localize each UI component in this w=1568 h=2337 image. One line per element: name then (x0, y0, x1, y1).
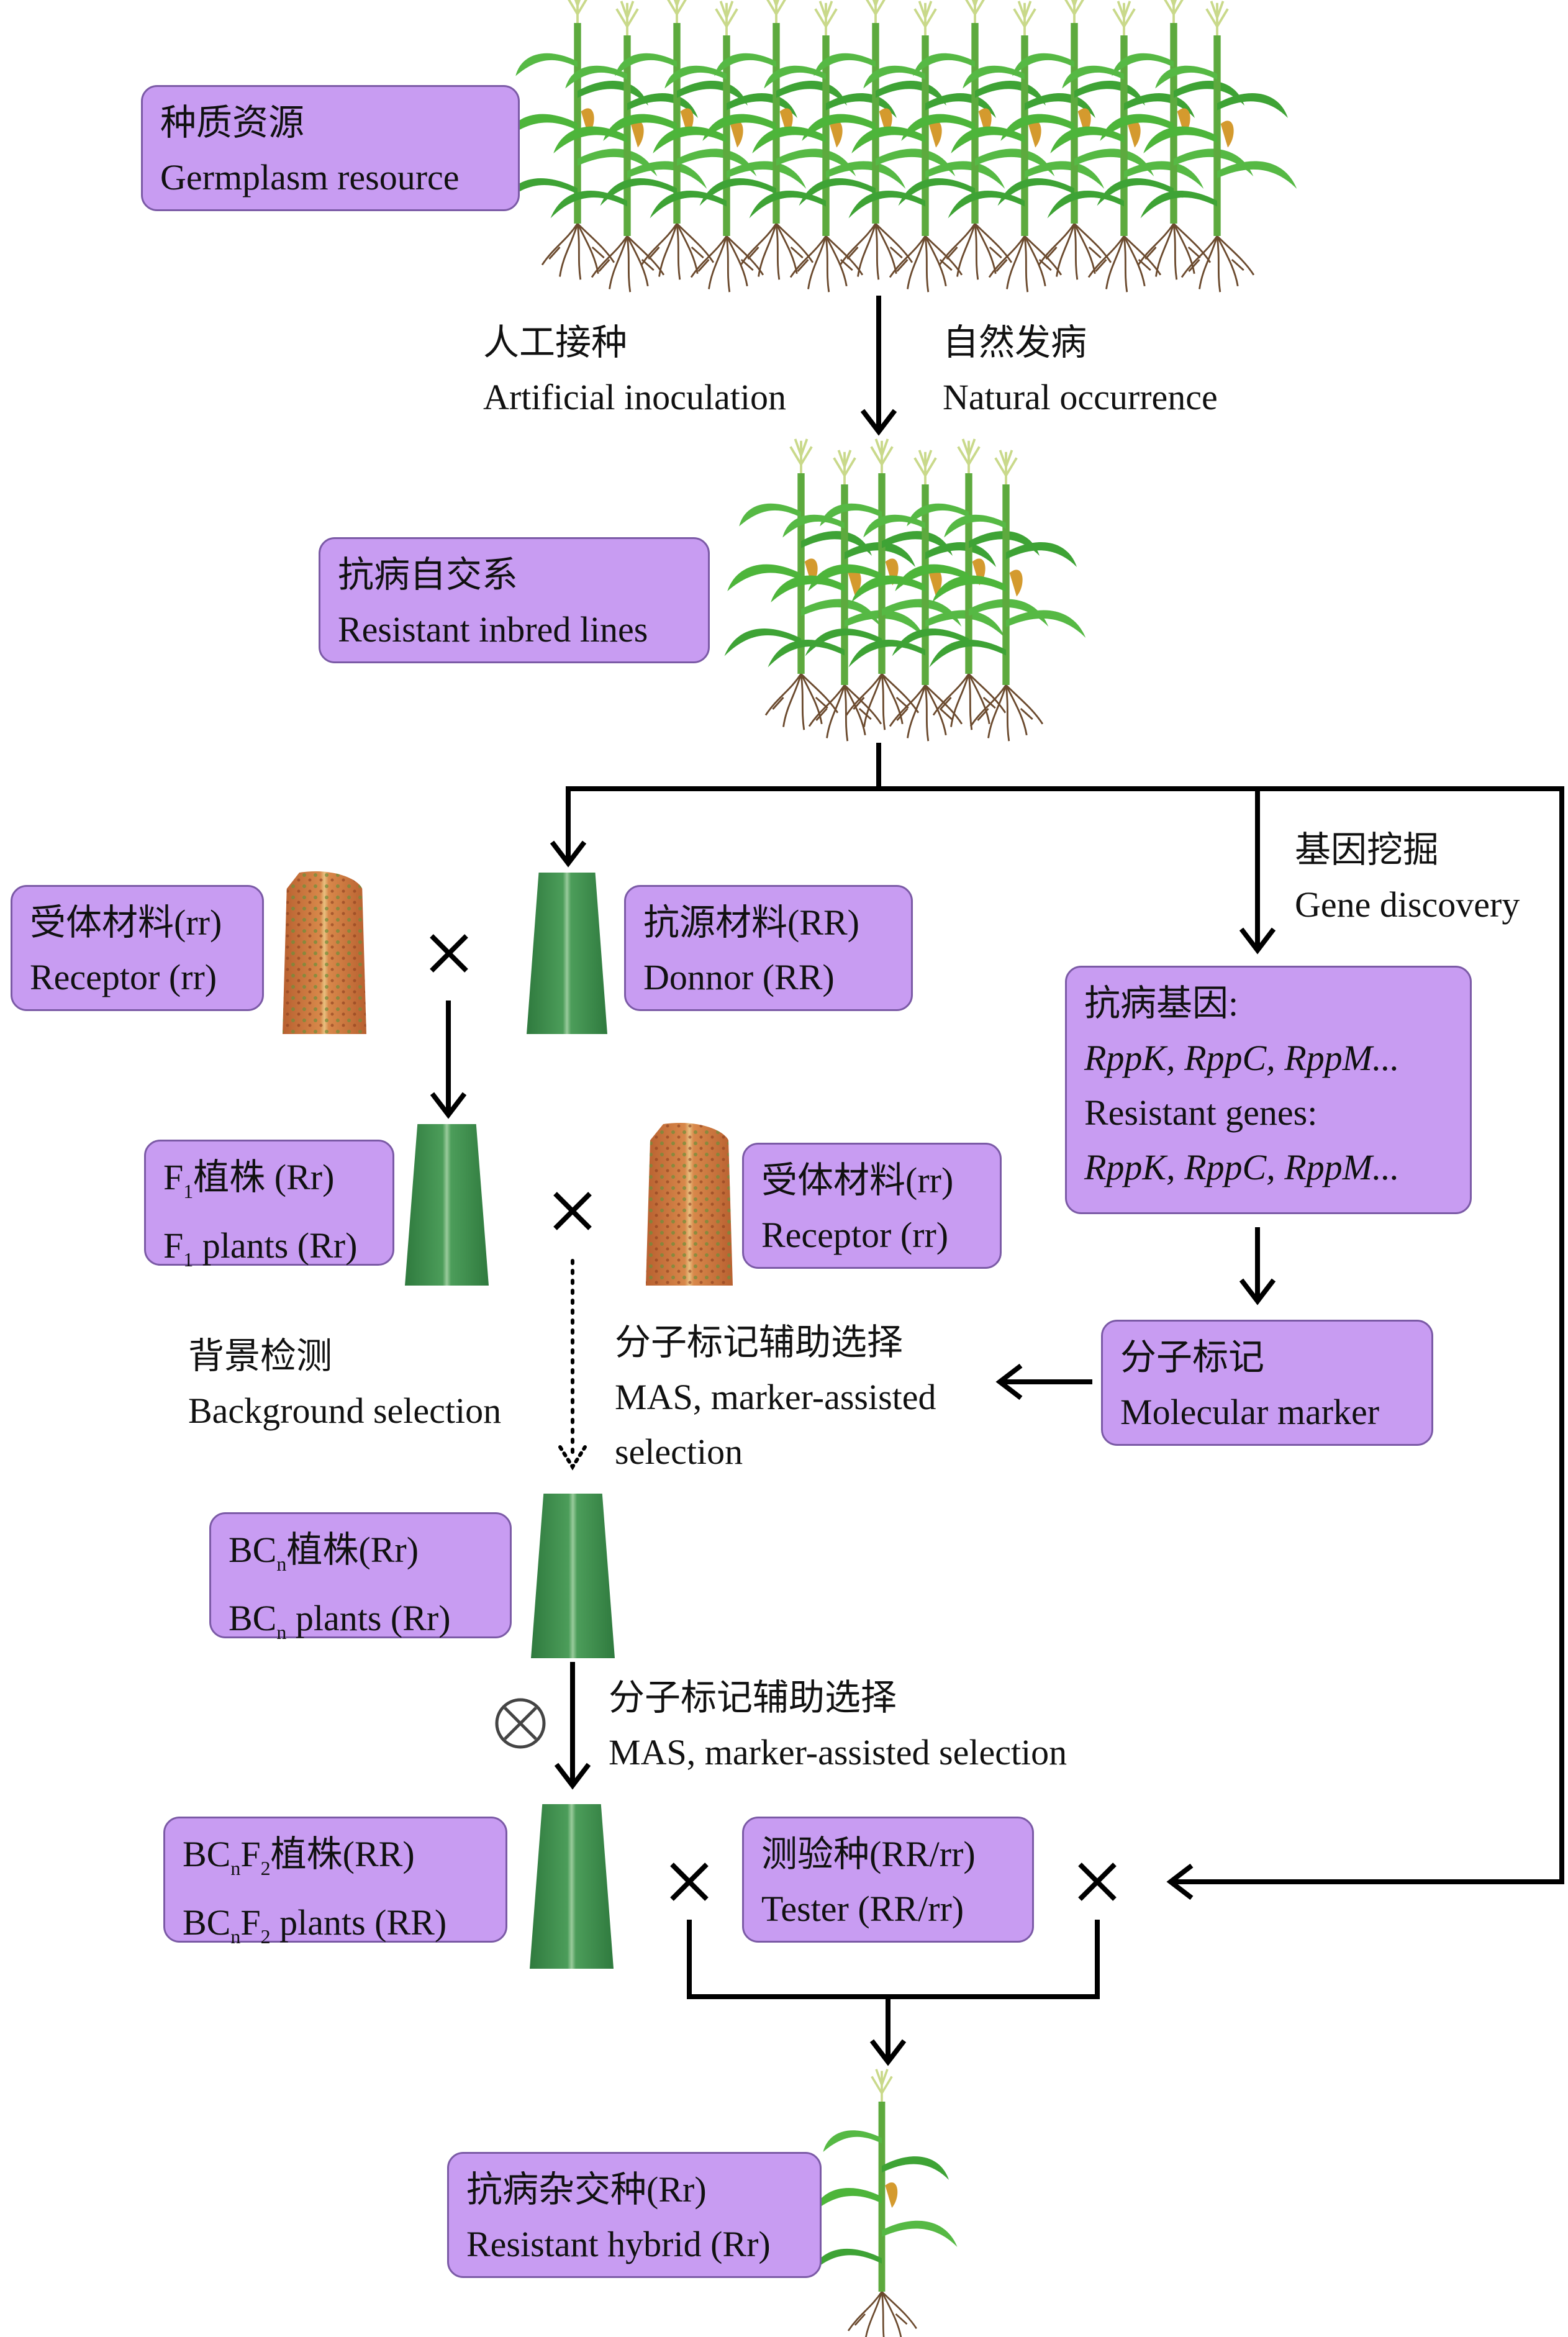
donor-box: 抗源材料(RR) Donnor (RR) (624, 885, 913, 1011)
arrow-head (1166, 1863, 1194, 1900)
mas-label-2: 分子标记辅助选择 MAS, marker-assisted selection (609, 1671, 1067, 1780)
receptor1-en: Receptor (rr) (30, 957, 217, 997)
arrow-head (869, 2039, 907, 2066)
resistant-inbred-box: 抗病自交系 Resistant inbred lines (319, 537, 710, 663)
cross-symbol-icon (1078, 1863, 1117, 1901)
bcn-en: BCn plants (Rr) (229, 1598, 451, 1643)
resistant-genes-box: 抗病基因: RppK, RppC, RppM... Resistant gene… (1065, 966, 1472, 1214)
mas1-zh: 分子标记辅助选择 (615, 1322, 904, 1363)
gene-discovery-label: 基因挖掘 Gene discovery (1295, 823, 1520, 932)
marker-en: Molecular marker (1120, 1392, 1380, 1432)
artificial-zh: 人工接种 (483, 322, 628, 363)
bcnf2-plants-box: BCnF2植株(RR) BCnF2 plants (RR) (163, 1817, 507, 1948)
healthy-leaf-icon (405, 1124, 489, 1286)
maize-plant-icon (648, 0, 808, 294)
genes-en: Resistant genes: (1084, 1092, 1318, 1133)
arrow-head (554, 1763, 591, 1790)
healthy-leaf-icon (531, 1494, 615, 1658)
diseased-leaf-icon (646, 1123, 733, 1286)
f1-en: F1 plants (Rr) (163, 1225, 358, 1271)
marker-zh: 分子标记 (1120, 1337, 1265, 1377)
germplasm-en: Germplasm resource (160, 157, 460, 197)
healthy-leaf-icon (530, 1804, 614, 1969)
receptor-box-2: 受体材料(rr) Receptor (rr) (742, 1143, 1002, 1269)
arrow-head (430, 1092, 467, 1119)
bcn-plants-box: BCn植株(Rr) BCn plants (Rr) (209, 1512, 512, 1643)
mas-label-1: 分子标记辅助选择 MAS, marker-assisted selection (615, 1315, 936, 1479)
arrow-head (1239, 927, 1276, 955)
arrow-head (1239, 1278, 1276, 1305)
arrow-head (550, 840, 587, 868)
maize-plant-icon (946, 0, 1106, 294)
germplasm-zh: 种质资源 (160, 102, 305, 143)
bcn-zh: BCn植株(Rr) (229, 1530, 419, 1575)
natural-zh: 自然发病 (943, 322, 1087, 363)
receptor2-en: Receptor (rr) (761, 1215, 949, 1255)
mas2-en: MAS, marker-assisted selection (609, 1732, 1067, 1772)
maize-plant-icon (549, 0, 709, 294)
receptor1-zh: 受体材料(rr) (30, 902, 222, 943)
diseased-leaf-icon (283, 871, 366, 1034)
bcnf2-en: BCnF2 plants (RR) (183, 1902, 447, 1948)
maize-plant-icon (847, 0, 1007, 294)
molecular-marker-box: 分子标记 Molecular marker (1101, 1320, 1433, 1446)
self-pollination-icon (495, 1698, 546, 1749)
healthy-leaf-icon (527, 873, 607, 1034)
arrow-head (558, 1445, 587, 1471)
inbred-en: Resistant inbred lines (338, 609, 648, 650)
donor-zh: 抗源材料(RR) (643, 902, 860, 943)
arrow-head (995, 1363, 1023, 1400)
maize-plant-icon (499, 0, 659, 281)
germplasm-resource-box: 种质资源 Germplasm resource (141, 85, 520, 211)
background-zh: 背景检测 (188, 1336, 333, 1376)
donor-en: Donnor (RR) (643, 957, 835, 997)
gene-discovery-zh: 基因挖掘 (1295, 830, 1439, 870)
artificial-en: Artificial inoculation (483, 377, 787, 417)
maize-plant-icon (1046, 0, 1205, 294)
hybrid-zh: 抗病杂交种(Rr) (466, 2169, 707, 2210)
maize-plant-icon (748, 0, 907, 294)
background-selection-label: 背景检测 Background selection (188, 1329, 501, 1438)
genes-zh: 抗病基因: (1084, 983, 1239, 1023)
receptor-box-1: 受体材料(rr) Receptor (rr) (11, 885, 264, 1011)
tester-box: 测验种(RR/rr) Tester (RR/rr) (742, 1817, 1034, 1943)
background-en: Background selection (188, 1391, 502, 1431)
artificial-inoculation-label: 人工接种 Artificial inoculation (483, 315, 786, 425)
self-pollination-icon (504, 1707, 537, 1740)
bcnf2-zh: BCnF2植株(RR) (183, 1834, 415, 1879)
receptor2-zh: 受体材料(rr) (761, 1160, 954, 1200)
gene-discovery-en: Gene discovery (1295, 884, 1520, 925)
mas2-zh: 分子标记辅助选择 (609, 1677, 897, 1718)
resistant-hybrid-box: 抗病杂交种(Rr) Resistant hybrid (Rr) (447, 2152, 822, 2278)
f1-zh: F1植株 (Rr) (163, 1157, 335, 1202)
cross-symbol-icon (553, 1192, 592, 1230)
natural-en: Natural occurrence (943, 377, 1218, 417)
maize-plant-icon (928, 448, 1087, 743)
natural-occurrence-label: 自然发病 Natural occurrence (943, 315, 1218, 425)
hybrid-en: Resistant hybrid (Rr) (466, 2224, 771, 2264)
mas1-en2: selection (615, 1432, 743, 1472)
f1-plants-box: F1植株 (Rr) F1 plants (Rr) (144, 1140, 394, 1271)
cross-symbol-icon (670, 1863, 709, 1901)
tester-zh: 测验种(RR/rr) (761, 1834, 976, 1874)
cross-symbol-icon (430, 934, 468, 973)
arrow-head (860, 409, 897, 436)
inbred-zh: 抗病自交系 (338, 555, 519, 595)
genes-list-a: RppK, RppC, RppM... (1084, 1038, 1400, 1078)
mas1-en1: MAS, marker-assisted (615, 1377, 936, 1417)
genes-list-b: RppK, RppC, RppM... (1084, 1147, 1400, 1187)
maize-plant-icon (808, 2068, 959, 2337)
tester-en: Tester (RR/rr) (761, 1889, 964, 1929)
maize-plant-icon (766, 448, 926, 743)
